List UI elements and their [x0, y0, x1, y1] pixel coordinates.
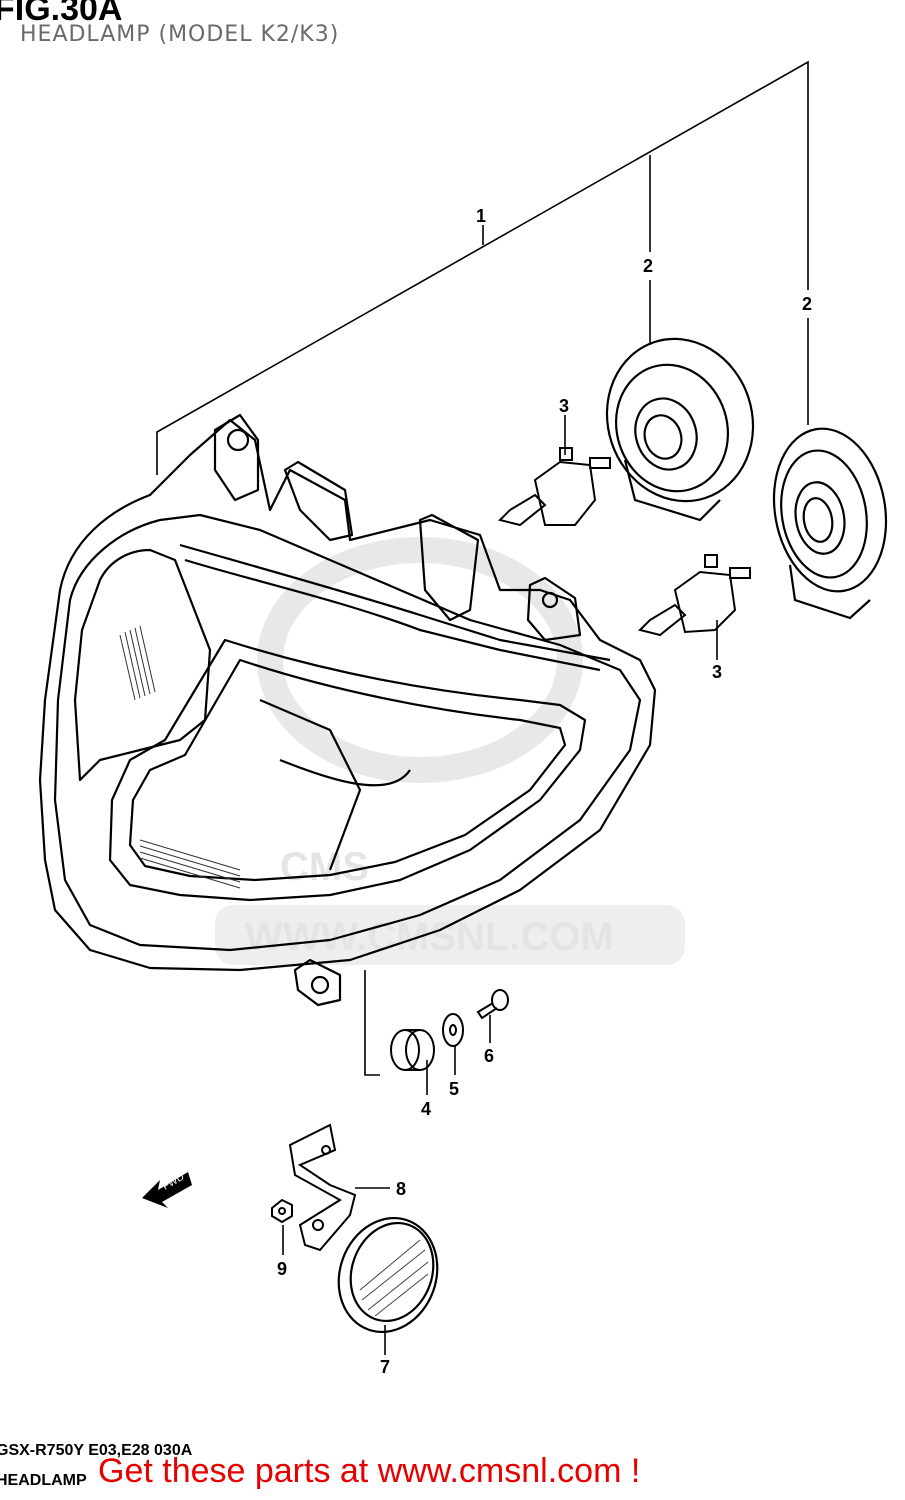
- headlight-bulb-lower: [638, 554, 751, 637]
- diagram-code: GSX-R750Y E03,E28 030A: [0, 1442, 193, 1459]
- nut: [271, 1198, 293, 1224]
- headlight-bulb-upper: [498, 447, 611, 527]
- headlamp-assembly: [38, 413, 657, 1007]
- reflector: [337, 1216, 439, 1334]
- callout-5: 5: [449, 1079, 459, 1099]
- callout-3: 3: [559, 396, 569, 416]
- watermark-url: WWW.CMSNL.COM: [245, 915, 614, 959]
- forward-direction-arrow: FWD: [142, 1172, 192, 1208]
- leader-lines: [156, 60, 809, 1355]
- diagram-name: HEADLAMP: [0, 1472, 87, 1489]
- callout-9: 9: [277, 1259, 287, 1279]
- callout-6: 6: [484, 1046, 494, 1066]
- callout-numbers: 1 2 2 3 3 4 5 6 7 8 9: [277, 206, 812, 1377]
- grommet: [390, 1029, 435, 1071]
- callout-1: 1: [476, 206, 486, 226]
- figure-title: FIG.30A: [0, 0, 123, 28]
- callout-2: 2: [643, 256, 653, 276]
- socket-cover-upper: [605, 337, 755, 522]
- watermark: CMS WWW.CMSNL.COM: [215, 537, 685, 965]
- callout-2: 2: [802, 294, 812, 314]
- washer: [442, 1013, 464, 1047]
- callout-4: 4: [421, 1099, 431, 1119]
- callout-7: 7: [380, 1357, 390, 1377]
- shop-link-banner[interactable]: Get these parts at www.cmsnl.com !: [98, 1452, 641, 1490]
- watermark-logo: CMS: [280, 845, 369, 889]
- socket-cover-lower: [772, 427, 888, 620]
- callout-3: 3: [712, 662, 722, 682]
- screw: [476, 989, 509, 1020]
- figure-subtitle: HEADLAMP (MODEL K2/K3): [20, 22, 340, 47]
- callout-8: 8: [396, 1179, 406, 1199]
- reflector-bracket: [288, 1123, 357, 1252]
